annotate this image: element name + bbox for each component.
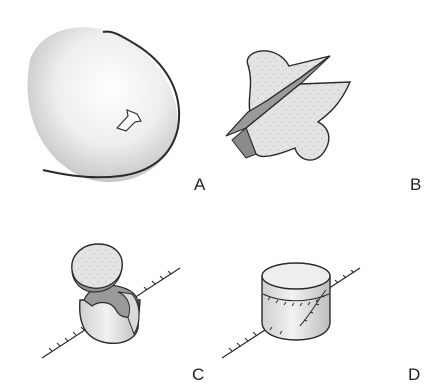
panel-b: B — [226, 51, 421, 194]
cylinder-top-d — [262, 263, 330, 289]
panel-d: D — [222, 263, 420, 384]
panel-label-d: D — [408, 365, 420, 384]
panel-label-c: C — [192, 365, 204, 384]
panel-label-a: A — [194, 175, 206, 194]
skin-mound — [27, 27, 177, 182]
panel-c: C — [42, 244, 204, 384]
panel-a: A — [27, 27, 206, 194]
panel-label-b: B — [410, 175, 421, 194]
